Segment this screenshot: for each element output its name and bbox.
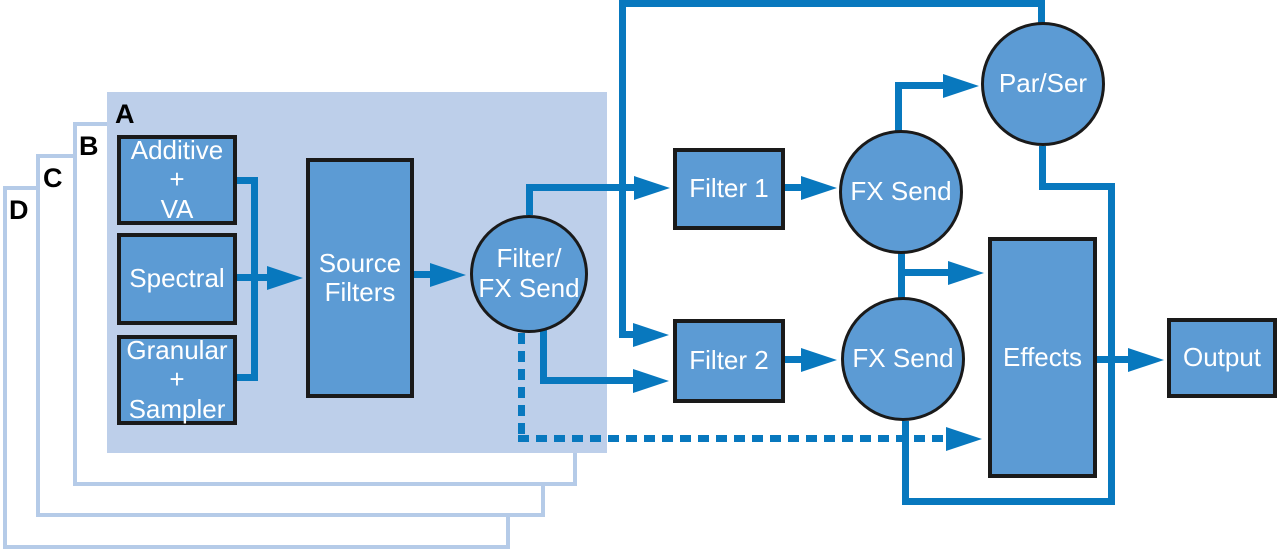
connector-parser-top-stub bbox=[1038, 0, 1045, 24]
connector-filterfxsend-up bbox=[526, 184, 533, 215]
arrowhead-filter1-to-fxsend bbox=[801, 176, 837, 200]
connector-dashed-down bbox=[518, 333, 525, 438]
source-box-spectral: Spectral bbox=[117, 233, 237, 325]
arrowhead-sources-to-sourcefilters bbox=[267, 266, 303, 290]
layer-label-b: B bbox=[79, 131, 99, 161]
connector-dashed-to-effects bbox=[518, 435, 946, 442]
source-filters-box: Source Filters bbox=[306, 158, 414, 398]
connector-merge-rail bbox=[1108, 183, 1115, 505]
par-ser-circle: Par/Ser bbox=[981, 22, 1105, 146]
connector-fxsend-to-effects bbox=[898, 269, 952, 276]
filter-2-box: Filter 2 bbox=[673, 319, 785, 403]
arrowhead-fxsend-to-effects bbox=[948, 261, 984, 285]
layer-label-a: A bbox=[115, 99, 135, 129]
connector-filter2-to-fxsend bbox=[785, 356, 805, 363]
filter-fx-send-circle: Filter/ FX Send bbox=[470, 215, 588, 333]
arrowhead-dashed-to-effects bbox=[946, 427, 982, 451]
connector-parser-down bbox=[1039, 146, 1046, 190]
connector-bottom-to-rail bbox=[902, 498, 1115, 505]
connector-serial-loop-stub bbox=[619, 331, 637, 338]
arrowhead-to-filter1 bbox=[634, 176, 670, 200]
layer-label-c: C bbox=[43, 163, 63, 193]
connector-filterfxsend-down bbox=[540, 330, 547, 381]
arrowhead-filter2-to-fxsend bbox=[801, 348, 837, 372]
layer-label-d: D bbox=[9, 195, 29, 225]
connector-parser-to-rail bbox=[1039, 183, 1115, 190]
connector-sources-to-sourcefilters bbox=[237, 274, 271, 281]
fx-send-top-circle: FX Send bbox=[839, 130, 963, 254]
connector-filterfxsend-to-filter1 bbox=[526, 184, 636, 191]
connector-serial-loop-left bbox=[619, 0, 626, 338]
connector-fxsendtop-to-parser bbox=[895, 82, 947, 89]
arrowhead-to-filter2 bbox=[633, 369, 669, 393]
connector-filterfxsend-to-filter2 bbox=[540, 377, 636, 384]
connector-filter1-to-fxsend bbox=[785, 184, 805, 191]
output-box: Output bbox=[1167, 318, 1277, 398]
arrowhead-to-parser bbox=[943, 74, 979, 98]
arrowhead-to-output bbox=[1128, 348, 1164, 372]
connector-serial-loop-top bbox=[619, 0, 1045, 7]
connector-additive-stub bbox=[237, 177, 258, 184]
arrowhead-sourcefilters-to-filterfxsend bbox=[430, 263, 466, 287]
connector-sourcefilters-to-filterfxsend bbox=[414, 271, 436, 278]
connector-fxsendbottom-down bbox=[902, 421, 909, 505]
source-box-additive-va: Additive + VA bbox=[117, 135, 237, 225]
filter-1-box: Filter 1 bbox=[673, 148, 785, 230]
fx-send-bottom-circle: FX Send bbox=[841, 297, 965, 421]
connector-effects-to-output bbox=[1097, 356, 1133, 363]
arrowhead-serial-to-filter2 bbox=[633, 323, 669, 347]
source-box-granular-sampler: Granular + Sampler bbox=[117, 335, 237, 425]
effects-box: Effects bbox=[988, 237, 1097, 478]
connector-granular-stub bbox=[237, 374, 258, 381]
connector-fxsendtop-up bbox=[895, 82, 902, 133]
